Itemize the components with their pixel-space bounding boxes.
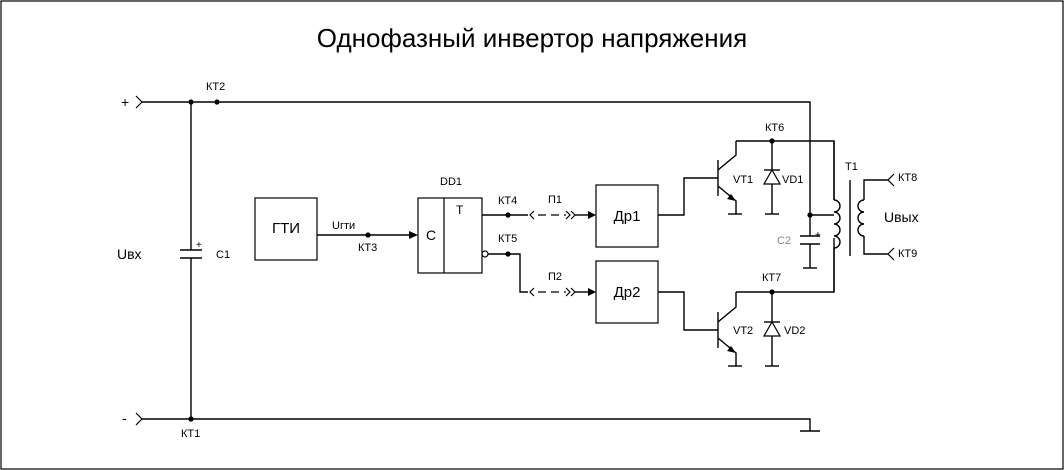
label-vd2: VD2: [784, 325, 805, 337]
label-vd1: VD1: [782, 174, 803, 186]
label-c1: C1: [216, 249, 230, 261]
diode-vd2: [762, 292, 782, 367]
wire-kt6: [736, 140, 835, 200]
jumper-p1: [529, 210, 596, 220]
label-kt8: КТ8: [898, 172, 917, 184]
c2-plus: +: [815, 230, 821, 241]
block-dr2: [595, 260, 659, 324]
label-uvh: Uвх: [117, 246, 142, 262]
dd1-t-label: T: [456, 203, 464, 217]
label-kt1: КТ1: [181, 428, 200, 440]
negative-rail: [142, 418, 811, 431]
plus-terminal: +: [121, 94, 143, 110]
wire-dr2-vt2: [658, 291, 718, 331]
block-gti-label: ГТИ: [272, 220, 300, 237]
transistor-vt1: [717, 141, 742, 215]
label-p2: П2: [548, 271, 562, 283]
wire-dd1-kt5: [488, 253, 528, 293]
label-uvyh: Uвых: [884, 209, 919, 225]
label-kt4: КТ4: [498, 195, 517, 207]
label-t1: T1: [845, 161, 858, 173]
label-c2: C2: [777, 235, 791, 247]
label-vt1: VT1: [733, 174, 753, 186]
trigger-dd1: [417, 197, 483, 274]
label-kt5: КТ5: [498, 233, 517, 245]
block-dr1-label: Др1: [614, 208, 641, 225]
label-kt6: КТ6: [765, 122, 784, 134]
label-ugti: Uгти: [332, 220, 355, 232]
diagram-title: Однофазный инвертор напряжения: [317, 23, 747, 53]
label-p1: П1: [548, 194, 562, 206]
block-dr1: [595, 184, 659, 248]
label-vt2: VT2: [733, 325, 753, 337]
block-dr2-label: Др2: [614, 284, 641, 301]
block-gti: [254, 197, 318, 261]
c1-plus: +: [196, 240, 202, 251]
label-kt3: КТ3: [358, 242, 377, 254]
node-c1-bottom: [188, 416, 194, 422]
wire-dr1-vt1: [658, 177, 718, 216]
terminal-kt8: [887, 173, 895, 187]
capacitor-c1: +: [180, 240, 202, 259]
node-kt2: [214, 99, 220, 105]
node-kt3: [365, 232, 371, 238]
label-kt7: КТ7: [762, 272, 781, 284]
transistor-vt2: [717, 292, 742, 367]
dd1-c-label: C: [426, 227, 436, 243]
node-c1-top: [188, 99, 194, 105]
diode-vd1: [762, 141, 782, 215]
terminal-kt9: [887, 247, 895, 261]
minus-label: -: [122, 410, 127, 426]
dd1-inverted-output: [481, 250, 489, 258]
minus-terminal: -: [122, 410, 143, 426]
label-dd1: DD1: [440, 176, 462, 188]
plus-label: +: [121, 94, 129, 110]
label-kt2: КТ2: [206, 81, 225, 93]
capacitor-c2: [800, 215, 820, 269]
arrow-dd1-c: [409, 231, 418, 239]
node-kt5: [505, 251, 511, 257]
positive-rail: [142, 101, 811, 215]
jumper-p2: [529, 287, 596, 297]
node-kt4: [505, 212, 511, 218]
transformer-t1: [833, 141, 888, 292]
label-kt9: КТ9: [898, 248, 917, 260]
